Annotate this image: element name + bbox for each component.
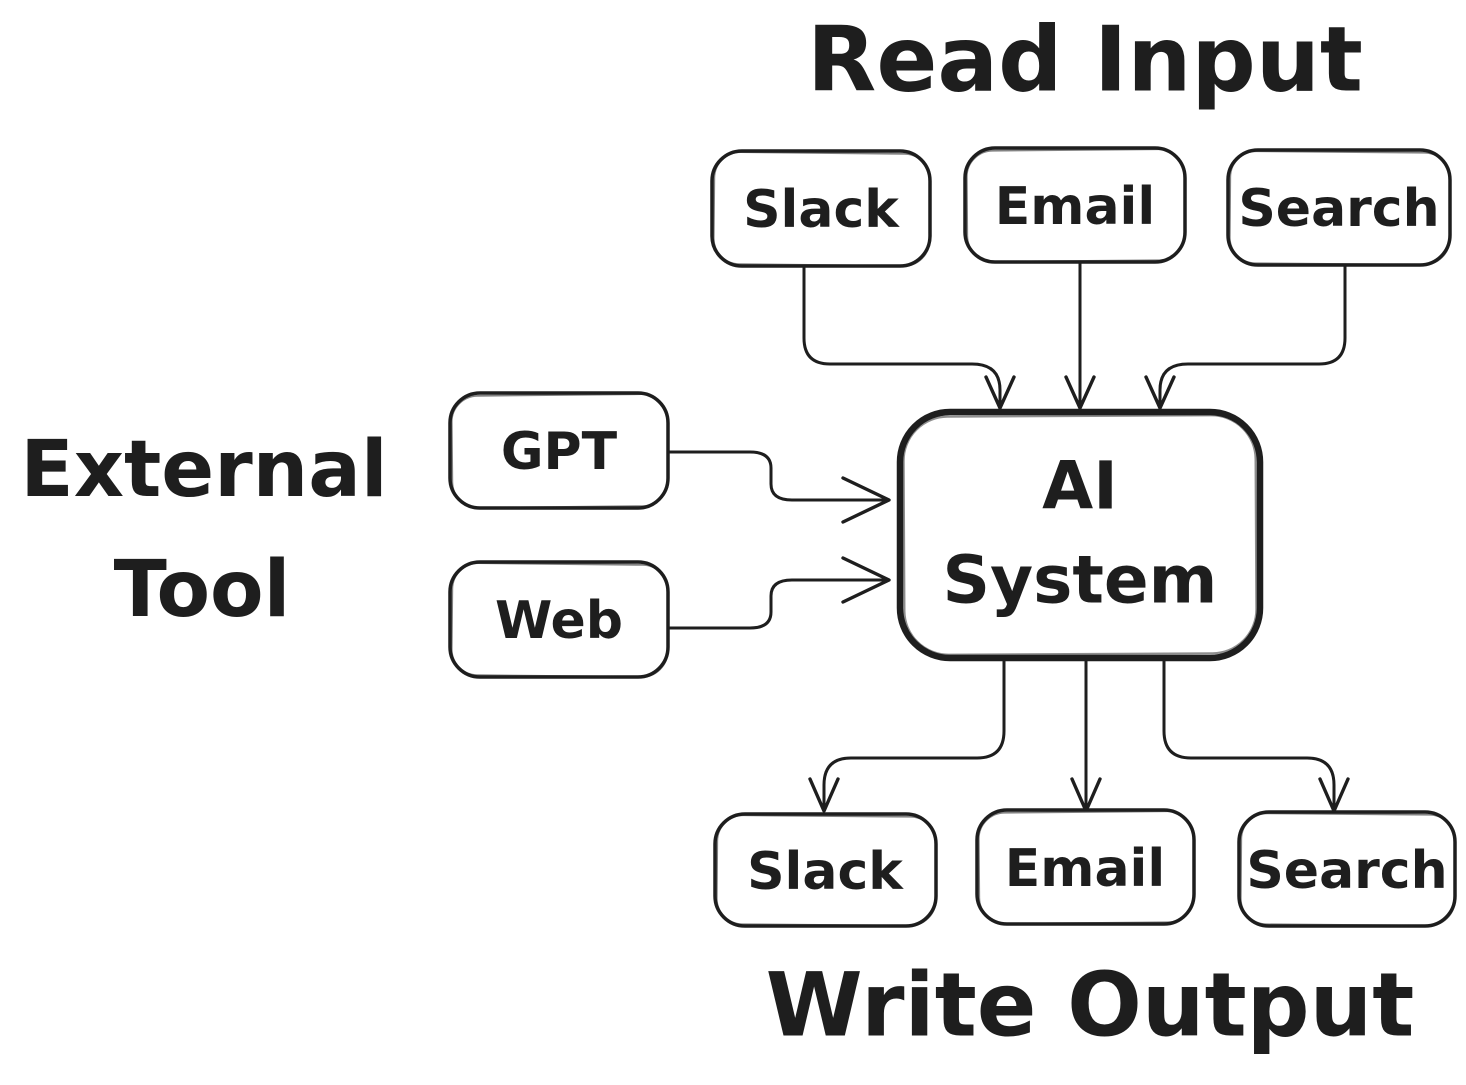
edge-gpt-to-ai (666, 450, 891, 524)
node-input-email: Email (963, 146, 1187, 264)
edge-ai-to-output-search (1162, 659, 1350, 813)
output-slack-label: Slack (747, 842, 904, 902)
node-tool-gpt: GPT (448, 391, 670, 510)
tool-web-label: Web (495, 591, 623, 651)
input-email-shape-echo (965, 148, 1187, 263)
arrowhead-icon (1144, 375, 1176, 410)
tool-gpt-label: GPT (501, 422, 618, 482)
title-write-output: Write Output (766, 954, 1415, 1057)
output-search-shape-echo (1239, 812, 1457, 927)
arrow-shaft (1162, 659, 1336, 809)
input-email-label: Email (995, 177, 1155, 237)
edge-input-email-to-ai (1064, 261, 1096, 410)
node-ai-system: AI System (896, 408, 1264, 662)
title-external-tool-line2: Tool (114, 545, 291, 635)
arrow-shaft (666, 450, 886, 502)
arrow-shaft (666, 578, 886, 630)
output-slack-shape-echo (715, 814, 938, 927)
output-search-label: Search (1246, 841, 1447, 901)
title-external-tool-line1: External (20, 425, 387, 515)
input-search-label: Search (1238, 179, 1439, 239)
input-slack-shape-echo (712, 151, 932, 267)
arrowhead-icon (841, 476, 891, 524)
arrowhead-icon (841, 556, 891, 604)
node-tool-web: Web (448, 560, 670, 679)
input-slack-label: Slack (743, 180, 900, 240)
node-output-email: Email (975, 808, 1196, 926)
input-search-shape-echo (1228, 150, 1452, 266)
arrowhead-icon (984, 375, 1016, 410)
ai-system-shape-echo (902, 414, 1258, 656)
arrow-shaft (1158, 264, 1347, 406)
tool-web-shape-echo (450, 562, 670, 678)
arrowhead-icon (808, 777, 840, 813)
edge-input-search-to-ai (1144, 264, 1347, 410)
ai-system-label-line1: AI (1042, 448, 1118, 525)
tool-gpt-shape-echo (450, 393, 670, 509)
arrowhead-icon (1064, 375, 1096, 410)
titles-layer: Read Input Write Output External Tool (20, 8, 1414, 1057)
output-email-label: Email (1005, 839, 1165, 899)
node-input-slack: Slack (710, 149, 932, 268)
node-output-search: Search (1237, 810, 1457, 928)
title-read-input: Read Input (807, 8, 1363, 113)
edge-input-slack-to-ai (802, 266, 1016, 410)
ai-system-label-line2: System (943, 542, 1218, 619)
ai-system-shape (896, 408, 1264, 662)
edge-ai-to-output-slack (808, 659, 1006, 813)
arrow-shaft (822, 659, 1006, 809)
edge-web-to-ai (666, 556, 891, 630)
node-input-search: Search (1226, 148, 1452, 267)
nodes-layer: Slack Email Search GPT Web (448, 146, 1457, 928)
edge-ai-to-output-email (1070, 659, 1102, 813)
node-output-slack: Slack (713, 812, 938, 928)
arrow-shaft (802, 266, 1002, 406)
output-email-shape-echo (977, 810, 1196, 925)
